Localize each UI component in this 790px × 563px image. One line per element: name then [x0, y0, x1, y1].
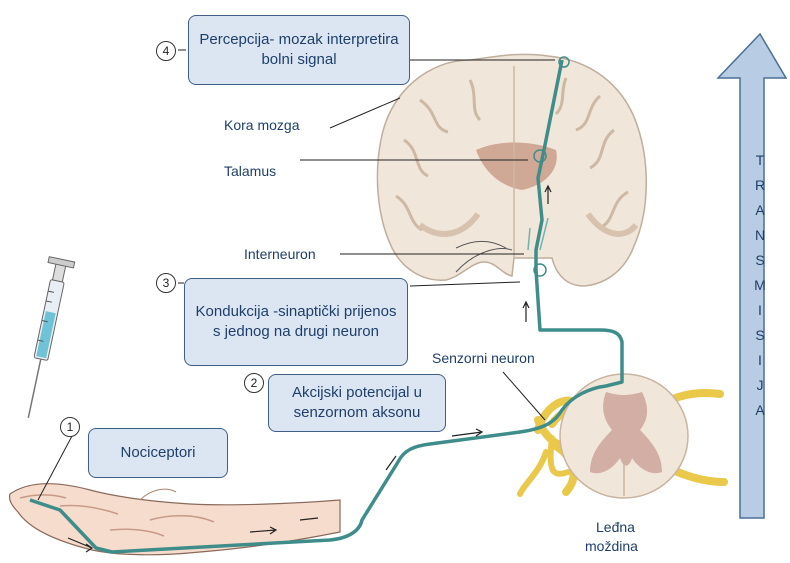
syringe-illustration	[16, 257, 75, 421]
transmission-letter: R	[748, 177, 772, 193]
transmission-letter: S	[748, 327, 772, 343]
spinal-cord-label-line2: moždina	[585, 538, 638, 554]
action-potential-text: Akcijski potencijal u senzornom aksonu	[275, 383, 439, 423]
nociceptors-box: Nociceptori	[88, 428, 228, 478]
spinal-cord-section	[520, 374, 724, 498]
step-2-marker: 2	[244, 373, 264, 393]
step-1-marker: 1	[60, 417, 80, 437]
transmission-letter: I	[748, 352, 772, 368]
action-potential-box: Akcijski potencijal u senzornom aksonu	[268, 374, 446, 432]
sensory-neuron-label: Senzorni neuron	[432, 350, 535, 366]
nociceptors-text: Nociceptori	[120, 443, 195, 463]
transmission-letter: S	[748, 252, 772, 268]
step-4-marker: 4	[156, 41, 176, 61]
perception-text: Percepcija- mozak interpretira bolni sig…	[189, 30, 409, 70]
step-3-marker: 3	[156, 273, 176, 293]
transmission-letter: A	[748, 402, 772, 418]
conduction-text: Kondukcija -sinaptički prijenos s jednog…	[193, 302, 399, 342]
hand-and-forearm	[9, 484, 340, 555]
transmission-letter: N	[748, 227, 772, 243]
transmission-letter: M	[748, 277, 772, 293]
spinal-cord-label-line1: Leđna	[596, 519, 635, 535]
transmission-arrow	[718, 34, 786, 518]
thalamus-label: Talamus	[224, 163, 276, 179]
cortex-label: Kora mozga	[224, 117, 299, 133]
transmission-letter: A	[748, 202, 772, 218]
conduction-box: Kondukcija -sinaptički prijenos s jednog…	[184, 278, 408, 366]
interneuron-label: Interneuron	[244, 246, 316, 262]
brain-coronal-section	[377, 54, 646, 286]
perception-box: Percepcija- mozak interpretira bolni sig…	[188, 15, 410, 85]
transmission-letter: J	[748, 377, 772, 393]
transmission-letter: I	[748, 302, 772, 318]
transmission-letter: T	[748, 152, 772, 168]
